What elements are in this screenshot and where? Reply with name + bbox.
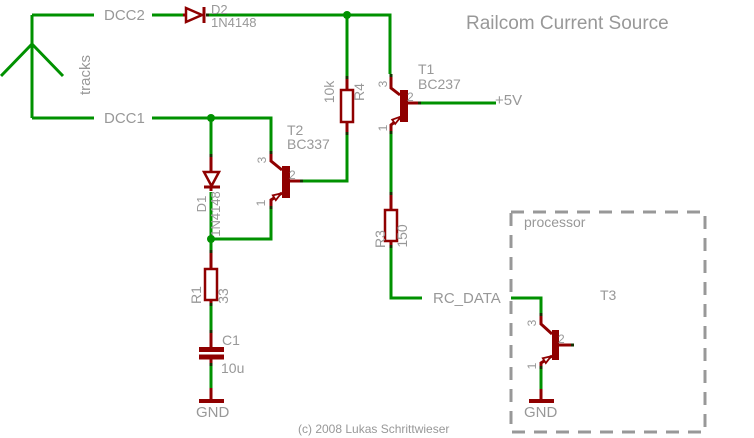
t3-pin2-label: 2 <box>558 332 565 346</box>
junction-dot-emitter <box>207 235 215 243</box>
r3-name-label: R3 <box>372 230 388 248</box>
schematic-title: Railcom Current Source <box>466 13 669 34</box>
net-label-dcc1: DCC1 <box>104 110 145 127</box>
r4-value-label: 10k <box>321 80 337 104</box>
net-label-dcc2: DCC2 <box>104 7 145 24</box>
r4-name-label: R4 <box>351 83 367 101</box>
net-label-tracks: tracks <box>77 55 94 95</box>
t1-value-label: BC237 <box>418 76 461 92</box>
t2-value-label: BC337 <box>287 136 330 152</box>
copyright-text: (c) 2008 Lukas Schrittwieser <box>298 422 449 436</box>
d2-name-label: D2 <box>211 2 228 17</box>
d1-triangle <box>201 170 222 189</box>
net-d2-to-t1 <box>209 13 392 74</box>
t2-pin3-label: 3 <box>255 156 269 163</box>
net-dcc1-to-t2 <box>152 116 273 151</box>
r1-name-label: R1 <box>188 286 204 304</box>
r3-value-label: 150 <box>394 224 410 248</box>
c1-plate-bottom <box>199 354 224 360</box>
r1-value-label: 33 <box>215 288 231 304</box>
resistor-r1-symbol <box>203 250 219 306</box>
labels: Railcom Current Source (c) 2008 Lukas Sc… <box>77 2 669 436</box>
c1-value-label: 10u <box>221 360 244 376</box>
net-label-rcdata: RC_DATA <box>433 290 501 307</box>
net-rcdata-to-t3 <box>511 296 543 313</box>
gnd-symbol-main <box>199 388 224 403</box>
npn-transistor-t2-symbol <box>269 151 303 209</box>
diode-d1-symbol <box>201 154 222 191</box>
t2-collector-lead <box>269 154 283 172</box>
resistor-r4-symbol <box>339 76 355 135</box>
npn-transistor-t3-symbol <box>539 313 574 369</box>
t1-collector-lead <box>389 77 401 97</box>
net-label-gnd-processor: GND <box>524 404 558 421</box>
d1-name-label: D1 <box>194 196 209 213</box>
t3-base-bar <box>552 330 559 360</box>
processor-box-label: processor <box>524 214 586 230</box>
diode-d2-symbol <box>183 6 209 24</box>
t3-pin1-label: 1 <box>525 362 539 369</box>
t1-base-bar <box>400 90 408 122</box>
d2-triangle <box>184 6 206 24</box>
gnd-symbol-processor <box>529 389 554 403</box>
t1-emitter-arrow <box>390 114 404 126</box>
npn-transistor-t1-symbol <box>389 74 421 134</box>
net-label-gnd-main: GND <box>196 404 230 421</box>
d1-value-label: 1N4148 <box>208 191 223 237</box>
nets <box>0 11 543 389</box>
net-r3-to-rcdata <box>389 248 422 300</box>
t2-name-label: T2 <box>287 122 304 138</box>
t1-pin2-label: 2 <box>407 90 414 104</box>
resistor-r3-symbol <box>383 192 399 248</box>
c1-plate-top <box>199 347 224 352</box>
antenna-left-arm <box>0 42 34 78</box>
antenna-right-arm <box>30 42 65 78</box>
net-t2-emitter-loop <box>211 209 273 241</box>
processor-box <box>509 210 707 434</box>
t2-emitter-arrow <box>271 192 284 202</box>
net-r4-to-t2-base <box>303 135 349 183</box>
junction-dot-dcc2 <box>343 11 351 19</box>
net-label-plus5v: +5V <box>495 92 522 109</box>
capacitor-c1-symbol <box>199 330 224 366</box>
t3-emitter-arrow <box>541 354 554 365</box>
t3-collector-lead <box>539 316 554 336</box>
d2-value-label: 1N4148 <box>211 15 257 30</box>
t1-name-label: T1 <box>418 61 435 77</box>
t3-pin3-label: 3 <box>525 319 539 326</box>
t2-pin2-label: 2 <box>289 168 296 182</box>
t1-pin3-label: 3 <box>376 80 390 87</box>
t1-pin1-label: 1 <box>376 124 390 131</box>
c1-name-label: C1 <box>222 332 240 348</box>
t2-pin1-label: 1 <box>254 199 268 206</box>
t2-base-bar <box>282 166 290 198</box>
junction-dot-dcc1 <box>207 114 215 122</box>
t3-name-label: T3 <box>600 287 617 303</box>
